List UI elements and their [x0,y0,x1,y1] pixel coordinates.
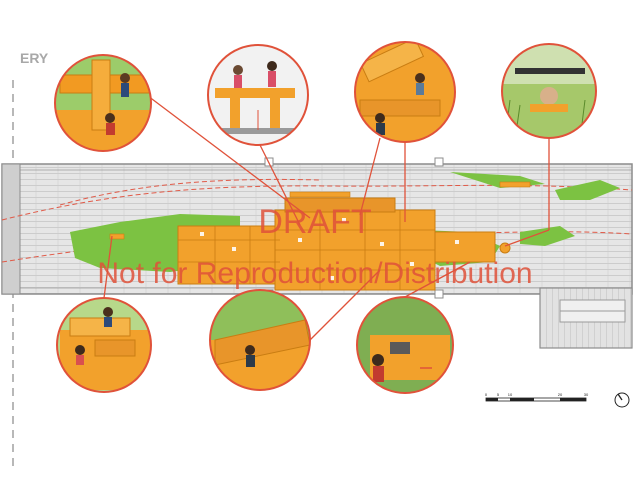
watermark-line-2: Not for Reproduction/Distribution [97,257,532,290]
north-arrow-icon [614,392,630,408]
draft-watermark: DRAFT Not for Reproduction/Distribution [97,203,532,290]
callout-timber-steps [56,297,152,393]
callout-meadow-peek [501,43,597,139]
stair-structure [539,287,633,349]
watermark-line-1: DRAFT [258,203,371,241]
circulation-dashed-lines [1,178,633,263]
callout-orange-wall [356,296,454,394]
callout-planting-edge [209,289,311,391]
scale-tick-20: 20 [558,392,563,397]
timber-play-structure [177,197,511,291]
sheet-label: ERY [20,50,49,66]
scale-tick-30: 30 [584,392,589,397]
callout-section-view [207,44,309,146]
callout-log-climbing-structure [54,54,152,152]
scale-tick-5: 5 [497,392,500,397]
callout-log-interior [354,41,456,143]
callout-leader-lines [103,95,550,346]
scale-tick-0: 0 [485,392,488,397]
deck-benches [109,181,531,240]
scale-bar: 0 5 10 20 30 [485,392,589,402]
scale-tick-10: 10 [508,392,513,397]
